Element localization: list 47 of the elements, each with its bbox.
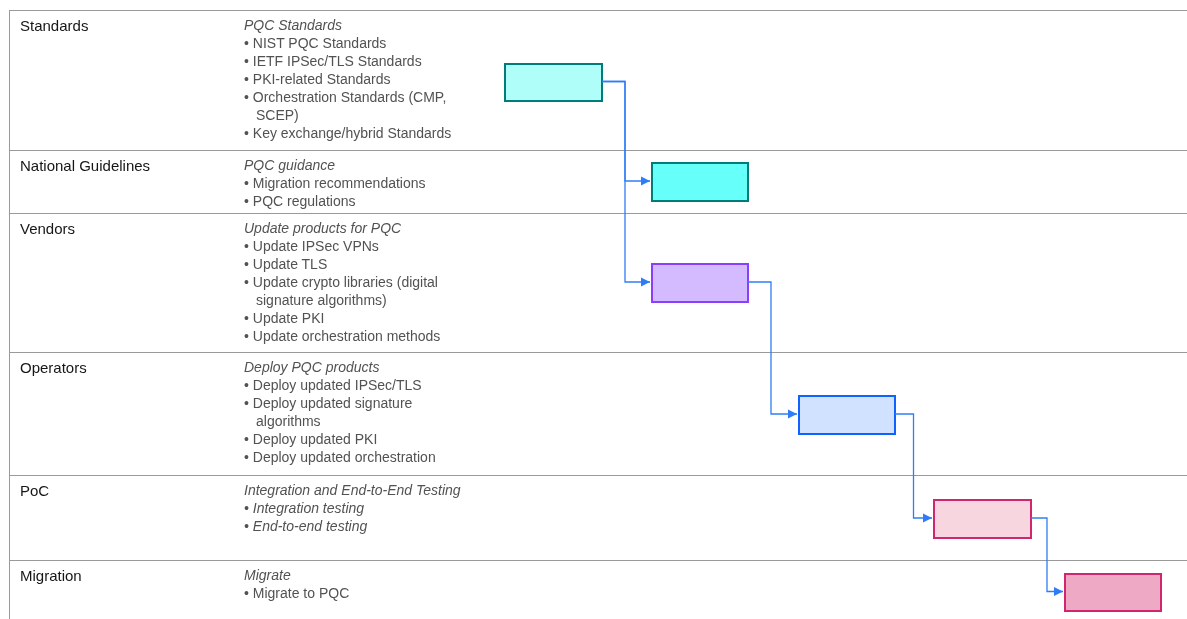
table-row — [9, 352, 1187, 475]
list-item: • Orchestration Standards (CMP, SCEP) — [244, 88, 448, 124]
list-item: • Deploy updated signature algorithms — [244, 394, 414, 430]
list-item: • Migrate to PQC — [244, 584, 351, 602]
task-bar — [651, 162, 749, 202]
row-heading: Operators — [20, 359, 87, 376]
list-item: • PQC regulations — [244, 192, 357, 210]
section-heading: Deploy PQC products — [244, 358, 381, 376]
task-bar — [933, 499, 1032, 539]
task-bar — [504, 63, 603, 102]
section-heading: PQC Standards — [244, 16, 344, 34]
table-row — [9, 10, 1187, 150]
list-item: • Deploy updated PKI — [244, 430, 379, 448]
list-item: • Update PKI — [244, 309, 326, 327]
list-item: • IETF IPSec/TLS Standards — [244, 52, 423, 70]
table-row — [9, 150, 1187, 213]
task-bar — [651, 263, 749, 303]
list-item: • PKI-related Standards — [244, 70, 392, 88]
row-heading: Migration — [20, 567, 82, 584]
list-item: • Update orchestration methods — [244, 327, 442, 345]
section-heading: Migrate — [244, 566, 292, 584]
list-item: • End-to-end testing — [244, 517, 369, 535]
table-row — [9, 213, 1187, 352]
task-bar — [798, 395, 896, 435]
arrow — [747, 281, 798, 419]
row-heading: Vendors — [20, 220, 76, 237]
list-item: • Integration testing — [244, 499, 366, 517]
list-item: • Key exchange/hybrid Standards — [244, 124, 453, 142]
row-heading: PoC — [20, 482, 50, 499]
row-heading: National Guidelines — [20, 157, 151, 174]
list-item: • Deploy updated IPSec/TLS — [244, 376, 423, 394]
arrow — [894, 413, 933, 523]
arrow — [601, 80, 651, 287]
list-item: • Update crypto libraries (digital signature algorithms) — [244, 273, 439, 309]
row-heading: Standards — [20, 17, 89, 34]
list-item: • Deploy updated orchestration — [244, 448, 437, 466]
section-heading: Integration and End-to-End Testing — [244, 481, 462, 499]
section-heading: Update products for PQC — [244, 219, 403, 237]
section-heading: PQC guidance — [244, 156, 337, 174]
list-item: • Migration recommendations — [244, 174, 427, 192]
table-row — [9, 560, 1187, 619]
list-item: • Update IPSec VPNs — [244, 237, 380, 255]
arrow — [1030, 517, 1064, 597]
list-item: • Update TLS — [244, 255, 329, 273]
task-bar — [1064, 573, 1162, 612]
table-row — [9, 475, 1187, 560]
list-item: • NIST PQC Standards — [244, 34, 388, 52]
